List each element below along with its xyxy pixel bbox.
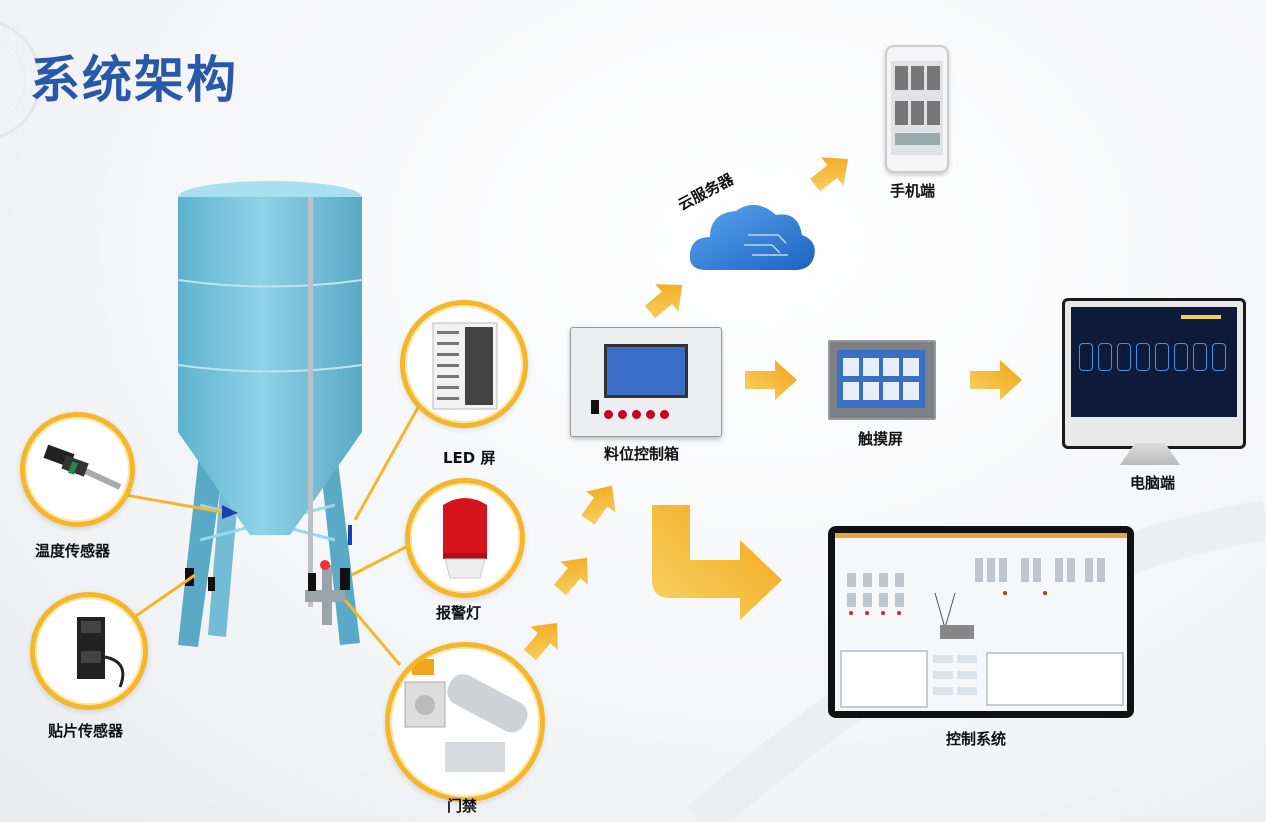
patch-sensor-label: 贴片传感器: [48, 722, 124, 740]
mobile-phone-image: [885, 45, 949, 173]
computer-monitor-image: [1062, 298, 1246, 449]
alarm-light-label: 报警灯: [436, 604, 482, 622]
control-box-image: [570, 327, 722, 437]
access-gate-label: 门禁: [447, 797, 478, 815]
access-gate-image: [385, 642, 545, 802]
touch-screen-label: 触摸屏: [858, 430, 904, 448]
control-system-image: [828, 526, 1134, 718]
led-screen-label: LED 屏: [443, 449, 496, 467]
led-screen-image: [400, 300, 528, 428]
computer-label: 电脑端: [1130, 474, 1176, 492]
alarm-light-image: [405, 478, 525, 598]
temperature-sensor-label: 温度传感器: [35, 542, 111, 560]
control-system-label: 控制系统: [946, 730, 1007, 748]
touch-screen-image: [828, 340, 936, 420]
page-title: 系统架构: [30, 51, 238, 109]
control-box-label: 料位控制箱: [604, 445, 680, 463]
patch-sensor-image: [30, 592, 148, 710]
temperature-sensor-image: [20, 412, 135, 527]
cloud-server-icon: [689, 204, 815, 271]
silo-illustration: [177, 181, 363, 647]
mobile-label: 手机端: [890, 182, 936, 200]
computer-stand: [1120, 443, 1180, 465]
